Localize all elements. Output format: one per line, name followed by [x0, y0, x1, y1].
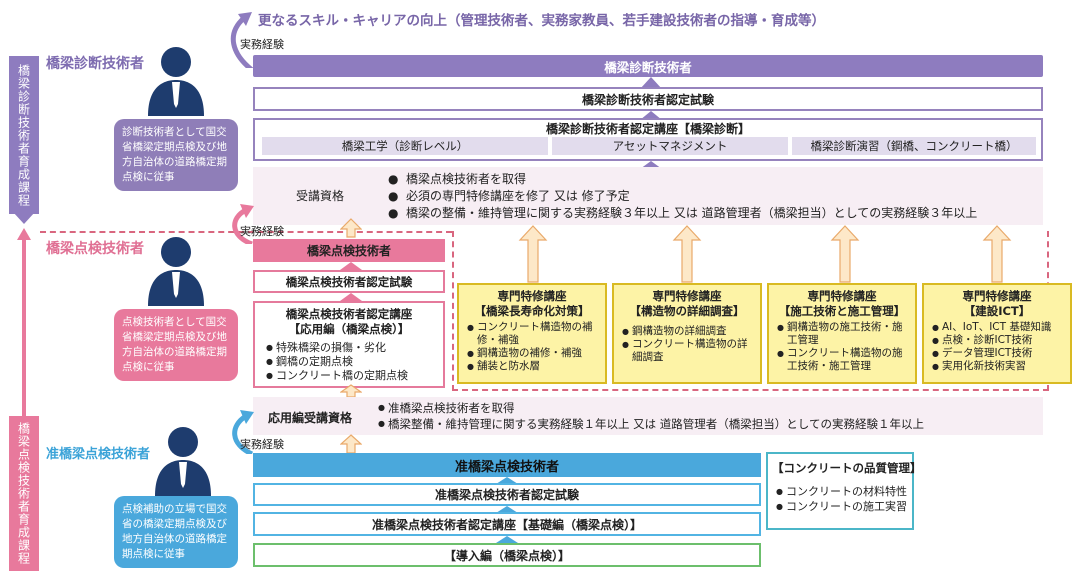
list-item: コンクリート構造物の補修・補強 [467, 321, 599, 347]
diagnosis-subject-2: アセットマネジメント [552, 137, 788, 155]
list-item: コンクリート構造物の詳細調査 [622, 338, 754, 364]
special-course-label: 専門特修講座 [497, 289, 567, 303]
arrow-up-icon [496, 506, 518, 513]
diagnosis-course-bar: 橋梁診断技術者育成課程 [9, 56, 39, 214]
inspection-course-bar: 橋梁点検技術者育成課程 [9, 416, 39, 571]
special-course-ict: 専門特修講座 【建設ICT】 AI、IoT、ICT 基礎知識 点検・診断ICT技… [922, 283, 1072, 384]
associate-course: 准橋梁点検技術者認定講座【基礎編（橋梁点検）】 [253, 512, 761, 536]
top-goal-text: 更なるスキル・キャリアの向上（管理技術者、実務家教員、若手建設技術者の指導・育成… [258, 13, 825, 29]
list-item: データ管理ICT技術 [932, 347, 1064, 360]
diagnosis-requirements-label: 受講資格 [296, 189, 345, 203]
list-item: 准橋梁点検技術者を取得 [378, 400, 1048, 416]
arrow-up-icon [340, 262, 362, 270]
inspection-up-arrow [17, 228, 31, 418]
diagnosis-person-title: 橋梁診断技術者 [46, 56, 144, 72]
person-icon [148, 237, 204, 306]
special-course-label: 専門特修講座 [652, 289, 722, 303]
list-item: 鋼構造物の施工技術・施工管理 [777, 321, 909, 347]
list-item: 鋼構造物の補修・補強 [467, 347, 599, 360]
arrow-up-outline-icon [982, 225, 1012, 283]
associate-role-box: 点検補助の立場で国交省の橋梁定期点検及び地方自治体の道路橋定期点検に従事 [114, 496, 238, 568]
course-separator [40, 231, 452, 233]
list-item: 橋梁整備・維持管理に関する実務経験１年以上 又は 道路管理者（橋梁担当）としての… [378, 416, 1048, 432]
list-item: 舗装と防水層 [467, 360, 599, 373]
diagnosis-subject-3: 橋梁診断演習（鋼橋、コンクリート橋） [792, 137, 1036, 155]
special-course-longevity: 専門特修講座 【橋梁長寿命化対策】 コンクリート構造物の補修・補強 鋼構造物の補… [457, 283, 607, 384]
list-item: 特殊橋梁の損傷・劣化 [266, 341, 444, 355]
list-item: 実用化新技術実習 [932, 360, 1064, 373]
arrow-up-outline-icon [518, 225, 548, 283]
diagnosis-requirements-list: 橋梁点検技術者を取得 必須の専門特修講座を修了 又は 修了予定 橋梁の整備・維持… [388, 171, 1048, 222]
list-item: 鋼構造物の詳細調査 [622, 325, 754, 338]
list-item: コンクリート橋の定期点検 [266, 369, 444, 383]
list-item: コンクリート構造物の施工技術・施工管理 [777, 347, 909, 373]
special-course-label: 専門特修講座 [807, 289, 877, 303]
top-curved-arrow [230, 12, 254, 68]
inspection-person-title: 橋梁点検技術者 [46, 241, 144, 257]
list-item: コンクリートの施工実習 [776, 499, 912, 514]
inspection-course-items: 特殊橋梁の損傷・劣化 鋼橋の定期点検 コンクリート橋の定期点検 [266, 341, 444, 383]
list-item: 点検・診断ICT技術 [932, 334, 1064, 347]
arrow-up-icon [496, 477, 518, 484]
inspection-requirements-list: 准橋梁点検技術者を取得 橋梁整備・維持管理に関する実務経験１年以上 又は 道路管… [378, 400, 1048, 432]
list-item: 必須の専門特修講座を修了 又は 修了予定 [388, 188, 1048, 205]
list-item: 鋼橋の定期点検 [266, 355, 444, 369]
inspection-course-title-2: 【応用編（橋梁点検）】 [288, 322, 410, 336]
concrete-quality-box: 【コンクリートの品質管理】 コンクリートの材料特性 コンクリートの施工実習 [766, 452, 922, 530]
associate-qualification: 准橋梁点検技術者 [253, 453, 761, 477]
arrow-up-outline-icon [340, 384, 362, 398]
arrow-up-outline-icon [830, 225, 860, 283]
special-course-subtitle: 【橋梁長寿命化対策】 [474, 304, 590, 318]
experience-label-top: 実務経験 [240, 38, 284, 51]
diagnosis-course-title: 橋梁診断技術者認定講座【橋梁診断】 [545, 121, 750, 136]
arrow-up-outline-icon [340, 218, 362, 238]
experience-label-inspection: 実務経験 [240, 225, 284, 238]
inspection-course-title-1: 橋梁点検技術者認定講座 [285, 307, 413, 321]
special-course-subtitle: 【施工技術と施工管理】 [778, 304, 906, 318]
arrow-up-icon [640, 111, 662, 120]
list-item: コンクリートの材料特性 [776, 484, 912, 499]
list-item: 橋梁点検技術者を取得 [388, 171, 1048, 188]
arrow-up-outline-icon [340, 434, 362, 454]
associate-person-title: 准橋梁点検技術者 [46, 447, 151, 462]
diagnosis-bar-arrow [13, 212, 35, 224]
arrow-up-icon [496, 536, 518, 543]
inspection-qualification: 橋梁点検技術者 [253, 239, 445, 262]
diagnosis-subject-1: 橋梁工学（診断レベル） [262, 137, 548, 155]
diagnosis-role-box: 診断技術者として国交省橋梁定期点検及び地方自治体の道路橋定期点検に従事 [114, 119, 238, 191]
special-course-detailed-survey: 専門特修講座 【構造物の詳細調査】 鋼構造物の詳細調査 コンクリート構造物の詳細… [612, 283, 762, 384]
special-course-label: 専門特修講座 [962, 289, 1032, 303]
list-item: AI、IoT、ICT 基礎知識 [932, 321, 1064, 334]
curved-arrow-associate [232, 410, 254, 454]
associate-intro: 【導入編（橋梁点検）】 [253, 543, 761, 567]
special-course-construction: 専門特修講座 【施工技術と施工管理】 鋼構造物の施工技術・施工管理 コンクリート… [767, 283, 917, 384]
experience-label-associate: 実務経験 [240, 438, 284, 451]
inspection-role-box: 点検技術者として国交省橋梁定期点検及び地方自治体の道路橋定期点検に従事 [114, 309, 238, 381]
special-course-subtitle: 【構造物の詳細調査】 [629, 304, 745, 318]
associate-exam: 准橋梁点検技術者認定試験 [253, 483, 761, 506]
arrow-up-icon [340, 293, 362, 301]
curved-arrow-inspection [232, 204, 254, 244]
person-icon [155, 427, 211, 496]
diagnosis-exam: 橋梁診断技術者認定試験 [253, 87, 1043, 111]
person-icon [148, 47, 204, 116]
arrow-up-icon [640, 77, 662, 89]
inspection-exam: 橋梁点検技術者認定試験 [253, 270, 445, 293]
list-item: 橋梁の整備・維持管理に関する実務経験３年以上 又は 道路管理者（橋梁担当）として… [388, 205, 1048, 222]
diagnosis-qualification: 橋梁診断技術者 [253, 55, 1043, 77]
concrete-quality-title: 【コンクリートの品質管理】 [772, 461, 922, 475]
special-course-subtitle: 【建設ICT】 [963, 304, 1031, 318]
inspection-requirements-label: 応用編受講資格 [268, 411, 353, 425]
arrow-up-outline-icon [672, 225, 702, 283]
